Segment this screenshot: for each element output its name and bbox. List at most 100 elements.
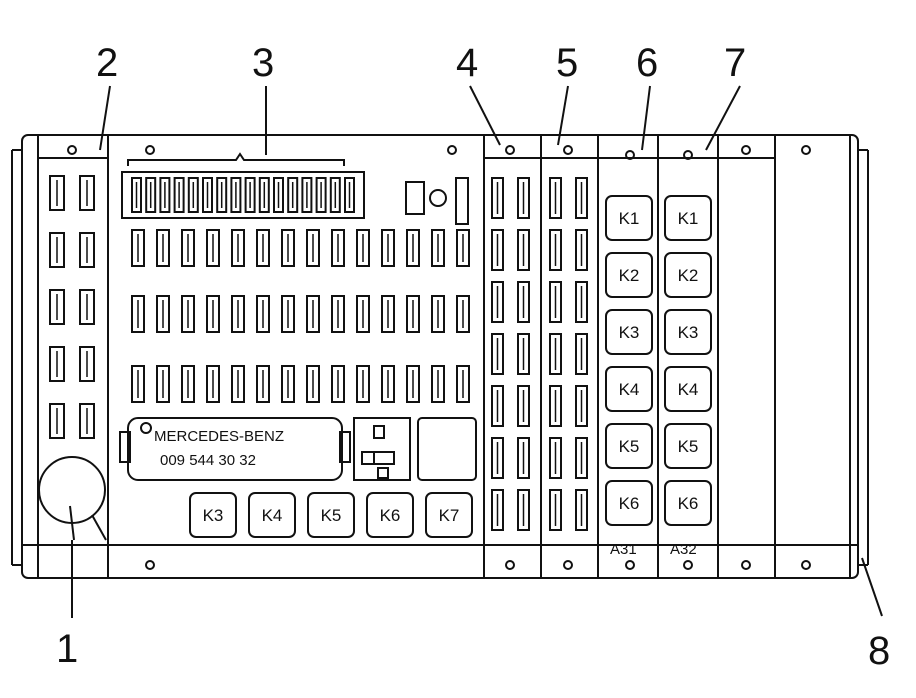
fuse (491, 177, 504, 219)
fuse (456, 295, 470, 333)
mini-fuse (159, 177, 171, 213)
fuse (406, 365, 420, 403)
fuse (131, 365, 145, 403)
leader-line (469, 85, 501, 146)
fuse (575, 229, 588, 271)
screw (683, 150, 693, 160)
fuse (79, 232, 95, 268)
round-connector (38, 456, 106, 524)
fuse (356, 229, 370, 267)
relay-central (425, 492, 473, 538)
fuse (491, 385, 504, 427)
fuse (181, 295, 195, 333)
fuse (549, 229, 562, 271)
mini-fuse (230, 177, 242, 213)
fuse (281, 365, 295, 403)
fuse (549, 385, 562, 427)
fuse (456, 229, 470, 267)
fuse (549, 333, 562, 375)
nameplate (127, 417, 343, 481)
fuse (331, 365, 345, 403)
fuse (517, 229, 530, 271)
callout-8: 8 (868, 629, 890, 673)
fuse (491, 281, 504, 323)
fuse (49, 289, 65, 325)
mini-fuse (329, 177, 341, 213)
fuse (181, 365, 195, 403)
relay-a32 (664, 252, 712, 298)
callout-2: 2 (96, 41, 118, 85)
fuse (549, 281, 562, 323)
fuse (575, 281, 588, 323)
fuse (517, 281, 530, 323)
fuse (181, 229, 195, 267)
fuse (575, 489, 588, 531)
fuse (156, 365, 170, 403)
fuse (517, 385, 530, 427)
relay-a32 (664, 480, 712, 526)
relay-a32-label: K1 (678, 209, 699, 228)
screw (625, 560, 635, 570)
screw (741, 145, 751, 155)
mini-fuse (287, 177, 299, 213)
fuse-strip-top (131, 177, 355, 213)
screws (67, 145, 811, 570)
fuse (49, 403, 65, 439)
relay-a31 (605, 423, 653, 469)
screw (505, 560, 515, 570)
fuse (79, 175, 95, 211)
fuse (49, 175, 65, 211)
fuses-left (49, 175, 95, 439)
fuse (549, 489, 562, 531)
fuse (575, 385, 588, 427)
screw (801, 145, 811, 155)
fuse (431, 229, 445, 267)
screw (563, 560, 573, 570)
callout-7: 7 (724, 41, 746, 85)
leader-line (99, 85, 111, 151)
relay-a32 (664, 366, 712, 412)
mini-fuse (187, 177, 199, 213)
fuse (281, 295, 295, 333)
mini-fuse (173, 177, 185, 213)
mini-fuse (315, 177, 327, 213)
relay-a31 (605, 252, 653, 298)
fuse (517, 437, 530, 479)
fuse (549, 177, 562, 219)
fuse (491, 489, 504, 531)
fuse (456, 365, 470, 403)
fuse (256, 229, 270, 267)
fuse (256, 295, 270, 333)
screw (145, 560, 155, 570)
fuse (231, 295, 245, 333)
fuse (256, 365, 270, 403)
fuse (281, 229, 295, 267)
relay-a31-label: K1 (619, 209, 640, 228)
fuse (491, 437, 504, 479)
fuse (231, 365, 245, 403)
relay-central (366, 492, 414, 538)
fuse (131, 295, 145, 333)
screw (145, 145, 155, 155)
mini-fuse (301, 177, 313, 213)
leader-line (69, 505, 75, 541)
relay-central (248, 492, 296, 538)
relay-a32-label: K6 (678, 494, 699, 513)
mini-fuse (244, 177, 256, 213)
relay-a31 (605, 195, 653, 241)
fuse (517, 489, 530, 531)
fuse (156, 229, 170, 267)
fuse (381, 229, 395, 267)
fuse (206, 365, 220, 403)
relay-a31-label: K6 (619, 494, 640, 513)
relay-a31 (605, 480, 653, 526)
callout-1: 1 (56, 627, 78, 671)
relay-a32-label: K4 (678, 380, 699, 399)
relay-central-label: K6 (380, 506, 401, 525)
relay-central (307, 492, 355, 538)
fuse (491, 229, 504, 271)
screw (625, 150, 635, 160)
leader-line (861, 557, 883, 617)
screw (563, 145, 573, 155)
fuse (79, 346, 95, 382)
